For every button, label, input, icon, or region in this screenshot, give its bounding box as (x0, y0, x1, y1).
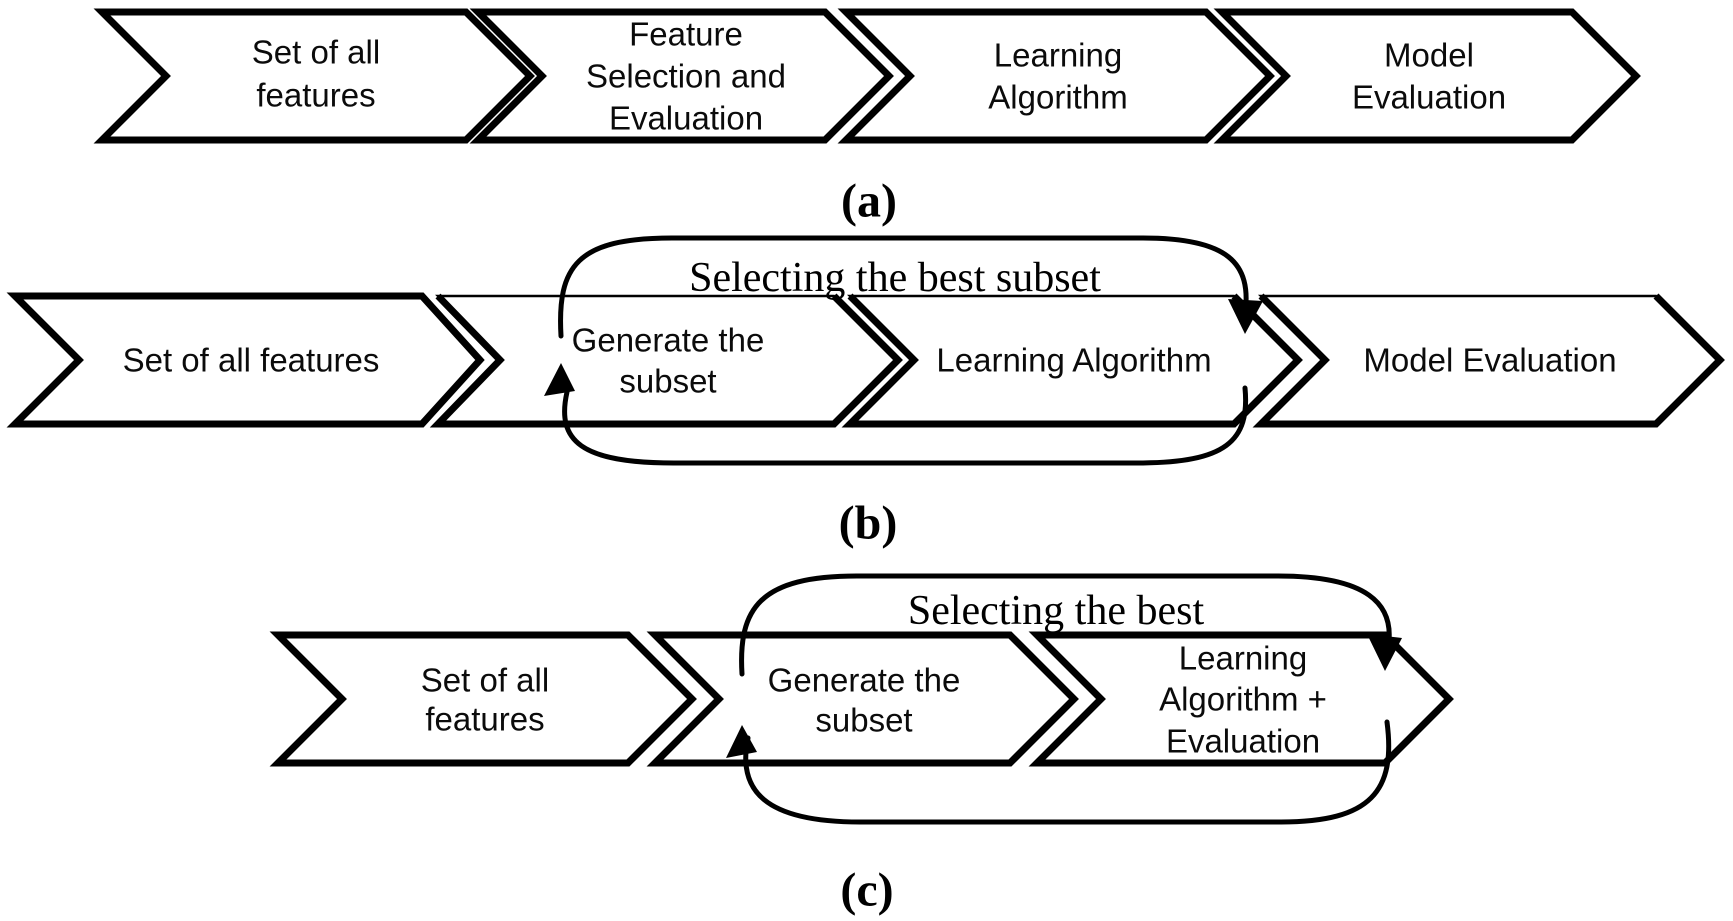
row-a: Set of all features Feature Selection an… (93, 8, 1641, 228)
step-label: Learning (994, 37, 1122, 74)
step-label: Algorithm (988, 79, 1127, 116)
loop-b-top-curve (558, 235, 1249, 339)
step-label: Learning Algorithm (936, 342, 1211, 379)
chevron-model-evaluation-b-outline (1252, 293, 1725, 428)
feedback-loop-c: Selecting the best (726, 573, 1402, 825)
chevron-model-evaluation-a (1213, 8, 1641, 144)
step-label: Model (1384, 37, 1474, 74)
loop-b-arrowhead-up-icon (544, 363, 575, 396)
step-label: Evaluation (609, 100, 763, 137)
loop-b-bottom-curve (562, 385, 1249, 466)
chevron-learning-algorithm-a (837, 8, 1275, 144)
chevron-set-of-all-features-c (269, 631, 697, 767)
row-c: Set of all features Generate the subset … (269, 573, 1454, 917)
caption-c: (c) (840, 864, 893, 917)
chevron-learning-algorithm-b-outline (841, 293, 1303, 428)
step-label: Evaluation (1352, 79, 1506, 116)
row-b: Set of all features Generate the subset … (6, 235, 1725, 550)
loop-c-arrowhead-up-icon (726, 725, 757, 758)
feedback-loop-b: Selecting the best subset (544, 235, 1263, 466)
loop-c-arrowhead-down-icon (1367, 634, 1402, 671)
step-label: Feature (629, 16, 743, 53)
chevron-feature-selection-and-evaluation (469, 8, 894, 144)
step-label: Selection and (586, 58, 786, 95)
chevron-generate-the-subset-c (646, 631, 1079, 767)
step-label: Generate the (572, 322, 765, 359)
step-label: Set of all features (123, 342, 380, 379)
caption-a: (a) (841, 175, 897, 228)
step-label: features (256, 77, 375, 114)
step-label: subset (815, 702, 912, 739)
loop-b-arrowhead-down-icon (1228, 299, 1263, 334)
step-label: Set of all (421, 662, 549, 699)
step-label: Algorithm + (1159, 681, 1327, 718)
chevron-set-of-all-features-a (93, 8, 535, 144)
step-label: subset (619, 363, 716, 400)
caption-b: (b) (839, 497, 898, 550)
step-label: Generate the (768, 662, 961, 699)
loop-b-label: Selecting the best subset (689, 255, 1101, 301)
loop-c-bottom-curve (743, 719, 1392, 825)
step-label: features (425, 701, 544, 738)
step-label: Learning (1179, 640, 1307, 677)
step-label: Model Evaluation (1363, 342, 1616, 379)
loop-c-top-curve (739, 573, 1392, 677)
chevron-set-of-all-features-b (6, 292, 485, 428)
chevron-generate-the-subset-b-outline (429, 293, 903, 428)
step-label: Evaluation (1166, 723, 1320, 760)
loop-c-label: Selecting the best (908, 588, 1205, 634)
step-label: Set of all (252, 34, 380, 71)
chevron-generate-the-subset-b (435, 294, 900, 426)
